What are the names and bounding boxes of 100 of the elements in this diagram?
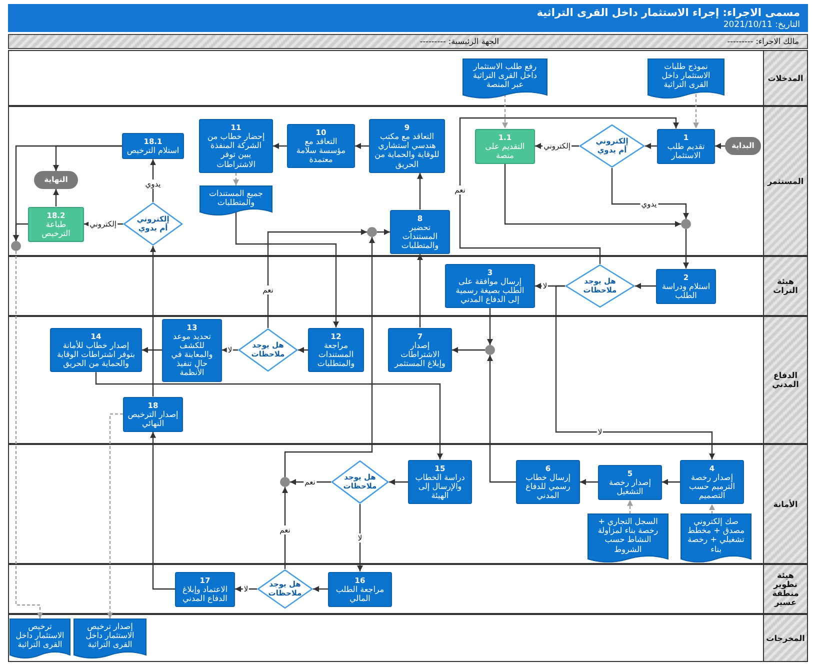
- process-text: إصدار الاشتراطات وإبلاغ المستثمر: [393, 340, 446, 368]
- process-text: إصدار رخصة الترميم حسب التصميم: [688, 472, 736, 500]
- dashed-arrow: [233, 172, 239, 186]
- process-box: [175, 572, 235, 607]
- process-text: دراسة الخطاب والإرسال إلى الهيئة: [414, 472, 466, 500]
- process-box: [123, 396, 183, 432]
- arrow: [267, 229, 367, 328]
- header-field: مالك الاجراء: ---------: [727, 36, 799, 47]
- decision-diamond: [579, 124, 645, 168]
- process-text: مراجعة الطلب المالي: [334, 584, 386, 603]
- dashed-arrow: [502, 94, 508, 128]
- document-shape: [588, 514, 668, 562]
- arrow: [504, 164, 681, 227]
- process-text: استلام الترخيص: [126, 146, 180, 156]
- lane-label: المستثمر: [767, 176, 804, 186]
- arrow: [313, 586, 328, 592]
- process-box: [50, 328, 142, 372]
- arrow: [635, 283, 656, 289]
- process-box: [162, 318, 222, 382]
- arrow: [355, 143, 369, 149]
- process-text: تحديد موعد للكشف والمعاينة في حال تنفيذ الأنظمة: [170, 332, 214, 378]
- process-box: [598, 464, 662, 500]
- arrow: [487, 308, 493, 345]
- arrow: [662, 479, 680, 485]
- junction-dot: [681, 219, 691, 229]
- process-text: الاعتماد وإبلاغ الدفاع المدني: [182, 584, 228, 603]
- arrow: [417, 254, 423, 328]
- arrow: [284, 237, 375, 477]
- arrow: [150, 432, 175, 590]
- swimlane: [8, 256, 808, 316]
- arrow: [53, 189, 59, 206]
- decision-diamond: [565, 264, 635, 308]
- process-box: [388, 328, 452, 372]
- arrow: [357, 504, 363, 572]
- process-box: [199, 119, 273, 173]
- document-text: نموذج طلبات الاستثمار داخل القرى التراثية: [660, 62, 712, 90]
- lane-label: المخرجات: [766, 634, 805, 642]
- document-shape: [681, 514, 751, 562]
- process-text: طباعة الترخيص: [40, 220, 72, 238]
- document-shape: [463, 58, 547, 98]
- date-label: التاريخ: 2021/10/11: [723, 20, 800, 30]
- arrow: [645, 143, 657, 149]
- process-text: إحضار خطاب من الشركة المنفذة يبين توفر الاشتراطات: [206, 132, 266, 169]
- decision-diamond: [238, 328, 298, 372]
- swimlane: [8, 444, 808, 564]
- arrow: [580, 479, 598, 485]
- arrow: [452, 347, 485, 353]
- arrow: [555, 285, 715, 460]
- arrow: [715, 143, 725, 149]
- process-text: إصدار رخصة التشغيل: [608, 478, 652, 496]
- arrow: [235, 212, 339, 328]
- dashed-arrow: [627, 500, 633, 514]
- process-box: [308, 328, 364, 372]
- arrow: [282, 487, 288, 569]
- process-text: التعاقد مع مؤسسة سلامة معتمدة: [295, 136, 347, 164]
- document-text: السجل التجاري + رخصة بناء لمزاولة النشاط حسب الشروط: [596, 517, 660, 554]
- process-text: التعاقد مع مكتب هندسي استشاري للوقاية والحماية من الحريق: [374, 132, 440, 169]
- document-shape: [10, 618, 70, 658]
- decision-diamond: [123, 202, 183, 246]
- swimlane: [8, 50, 808, 106]
- process-box: [287, 124, 355, 168]
- arrow: [95, 372, 443, 460]
- arrow: [683, 229, 689, 268]
- arrow: [13, 223, 28, 241]
- junction-dot: [11, 241, 21, 251]
- process-box: [445, 264, 535, 308]
- arrow: [298, 347, 308, 353]
- junction-dot: [367, 227, 377, 237]
- process-box: [657, 128, 715, 164]
- swimlane: [8, 564, 808, 614]
- process-text: التقديم على منصة: [484, 142, 526, 160]
- swimlane: [8, 614, 808, 662]
- dashed-arrow: [15, 251, 43, 618]
- dashed-arrow: [709, 504, 715, 514]
- swimlane: [8, 316, 808, 444]
- junction-dot: [280, 477, 290, 487]
- process-box: [369, 119, 445, 173]
- arrow: [417, 172, 423, 210]
- arrow: [150, 159, 156, 202]
- swimlane: [8, 106, 808, 256]
- process-box: [680, 460, 744, 504]
- process-text: تحضير المستندات والمتطلبات: [400, 222, 440, 250]
- process-text: إصدار الترخيص النهائي: [127, 410, 179, 428]
- process-box: [408, 460, 472, 504]
- process-text: استلام ودراسة الطلب: [660, 282, 712, 300]
- document-shape: [648, 58, 724, 98]
- lane-label: هيئة تطوير منطقة عسير: [771, 571, 800, 607]
- document-text: جميع المستندات والمتطلبات: [208, 188, 264, 207]
- process-text: تقديم طلب الاستثمار: [666, 142, 706, 160]
- process-text: مراجعة المستندات والمتطلبات: [316, 340, 356, 368]
- arrow: [142, 347, 162, 353]
- arrow: [389, 479, 408, 485]
- terminal-shape: [725, 137, 761, 155]
- decision-diamond: [331, 460, 389, 504]
- lane-label: هيئة التراث: [772, 277, 799, 295]
- document-shape: [74, 618, 146, 658]
- document-shape: [200, 186, 272, 215]
- dashed-arrow: [693, 94, 699, 128]
- header-field: الجهة الرئيسية: ---------: [420, 36, 499, 47]
- process-box: [475, 128, 535, 164]
